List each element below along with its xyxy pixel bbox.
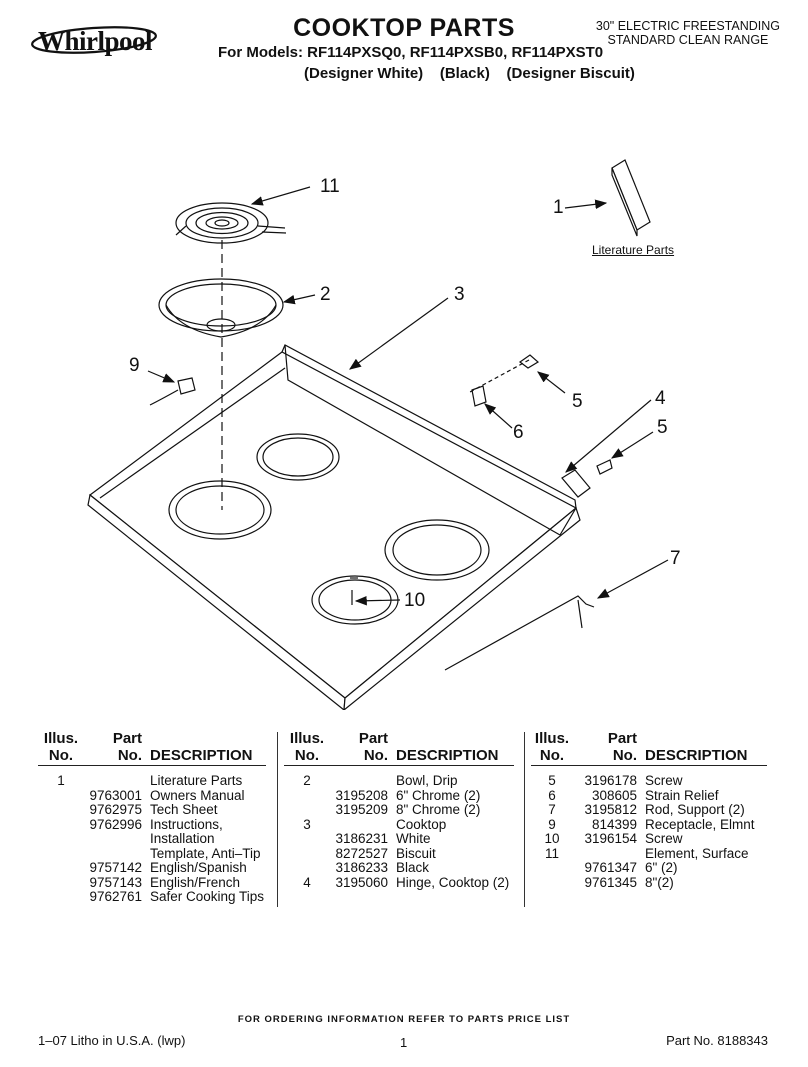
header-illus: Illus.No. — [284, 730, 330, 766]
callout-9: 9 — [129, 355, 140, 376]
header-description: DESCRIPTION — [394, 730, 514, 766]
header-description: DESCRIPTION — [643, 730, 767, 766]
callout-5a: 5 — [572, 391, 583, 412]
drip-bowl-shape — [158, 278, 284, 338]
callout-5b: 5 — [657, 417, 668, 438]
ordering-note: FOR ORDERING INFORMATION REFER TO PARTS … — [237, 1014, 571, 1025]
table-row: Installation — [150, 831, 215, 846]
range-type: 30" ELECTRIC FREESTANDING STANDARD CLEAN… — [596, 19, 780, 47]
surface-element-shape — [175, 202, 287, 244]
model-list: For Models: RF114PXSQ0, RF114PXSB0, RF11… — [218, 44, 604, 61]
callout-2: 2 — [320, 284, 331, 305]
literature-parts-label: Literature Parts — [592, 243, 675, 257]
callout-3: 3 — [454, 284, 465, 305]
literature-booklet-shape — [611, 159, 651, 237]
column-divider — [277, 732, 278, 907]
print-info: 1–07 Litho in U.S.A. (lwp) — [38, 1033, 186, 1048]
finish-list: (Designer White) (Black) (Designer Biscu… — [304, 65, 635, 82]
header-description: DESCRIPTION — [148, 730, 266, 766]
header-illus: Illus.No. — [531, 730, 573, 766]
document-part-number: Part No. 8188343 — [666, 1033, 768, 1048]
range-type-line-2: STANDARD CLEAN RANGE — [607, 33, 769, 47]
page-number: 1 — [400, 1035, 408, 1050]
exploded-parts-diagram — [87, 159, 669, 710]
range-type-line-1: 30" ELECTRIC FREESTANDING — [595, 19, 780, 33]
callout-4: 4 — [655, 388, 666, 409]
cooktop-shape — [87, 344, 581, 710]
header-illus: Illus.No. — [38, 730, 84, 766]
callout-1: 1 — [553, 197, 564, 218]
brand-swoosh-icon — [31, 26, 157, 54]
callout-7: 7 — [670, 548, 681, 569]
page-title: COOKTOP PARTS — [293, 14, 515, 42]
table-row: Template, Anti–Tip — [150, 845, 261, 861]
column-divider — [524, 732, 525, 907]
callout-6: 6 — [513, 422, 524, 443]
brand-logo: Whirlpool — [38, 26, 153, 56]
callout-10: 10 — [404, 590, 426, 611]
callout-11: 11 — [320, 176, 340, 197]
